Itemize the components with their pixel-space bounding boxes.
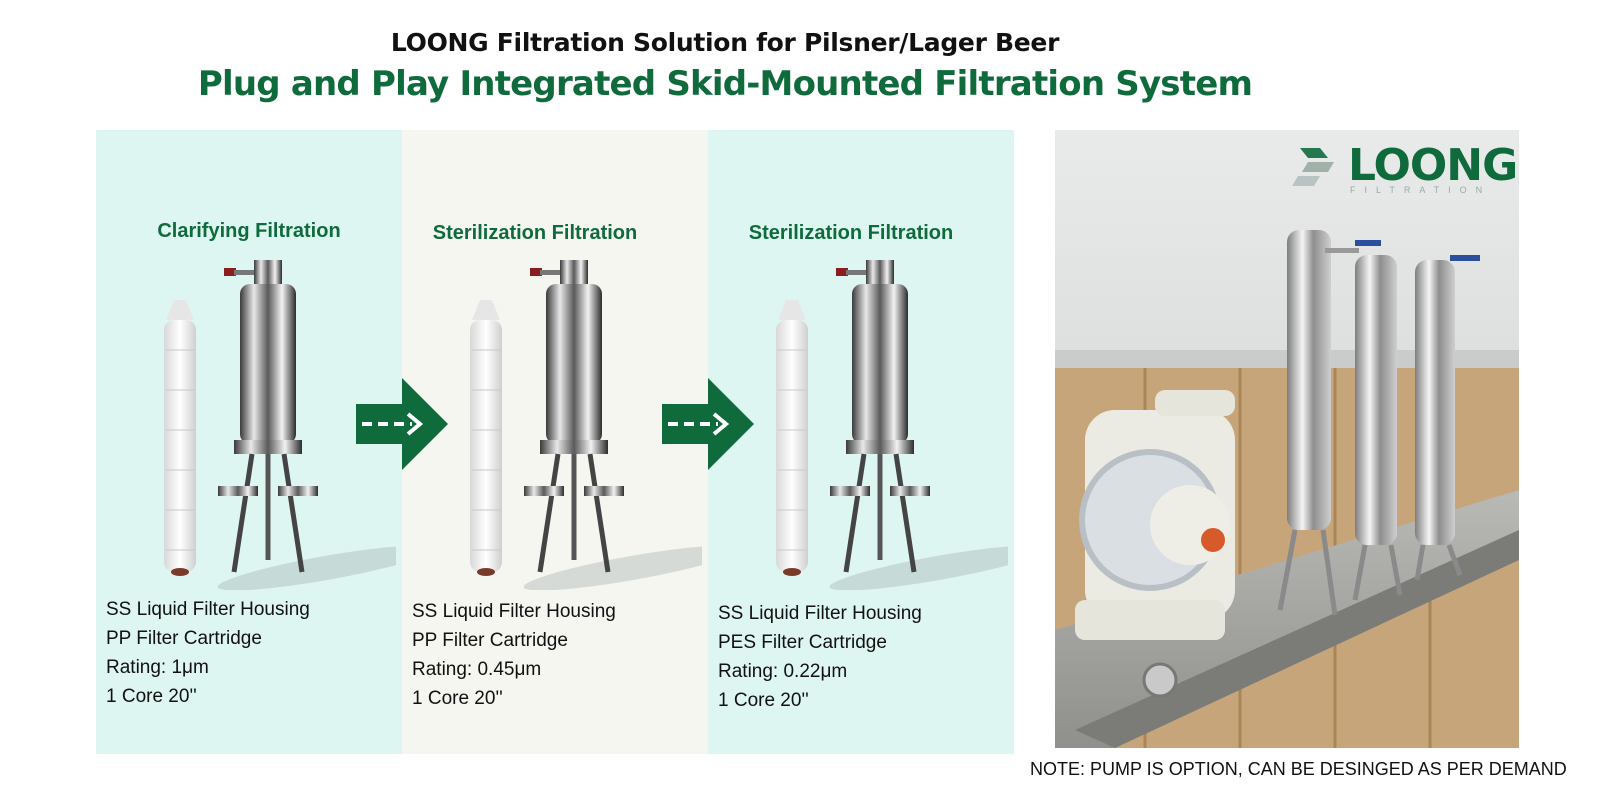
stage-title: Sterilization Filtration (748, 222, 954, 244)
stage-panel-sterilization-2: Sterilization Filtration SS Liquid Filte… (708, 130, 1014, 754)
spec-cartridge: PP Filter Cartridge (106, 628, 262, 649)
filter-housing-illustration (776, 260, 1008, 590)
stage-title: Clarifying Filtration (157, 220, 341, 242)
spec-housing: SS Liquid Filter Housing (718, 603, 922, 624)
logo-subtext: FILTRATION (1350, 185, 1492, 195)
spec-housing: SS Liquid Filter Housing (106, 599, 310, 620)
stage-specs: SS Liquid Filter Housing PP Filter Cartr… (412, 597, 616, 713)
stage-panel-clarifying: Clarifying Filtration (96, 130, 402, 754)
spec-housing: SS Liquid Filter Housing (412, 601, 616, 622)
stage-specs: SS Liquid Filter Housing PES Filter Cart… (718, 599, 922, 715)
filter-housing-illustration (470, 260, 702, 590)
skid-system-image (1055, 130, 1519, 748)
footer-note: NOTE: PUMP IS OPTION, CAN BE DESINGED AS… (1030, 759, 1567, 779)
flow-arrow-icon (356, 378, 448, 470)
stage-specs: SS Liquid Filter Housing PP Filter Cartr… (106, 595, 310, 711)
page-title: LOONG Filtration Solution for Pilsner/La… (390, 28, 1060, 57)
spec-cartridge: PES Filter Cartridge (718, 632, 887, 653)
stage-title: Sterilization Filtration (432, 222, 638, 244)
logo-wordmark: LOONG (1348, 140, 1518, 191)
loong-logo: LOONG FILTRATION (1290, 140, 1520, 196)
spec-core: 1 Core 20'' (718, 690, 809, 711)
page-subtitle: Plug and Play Integrated Skid-Mounted Fi… (197, 64, 1253, 104)
filter-housing-illustration (164, 260, 396, 590)
loong-logo-icon (1292, 148, 1334, 186)
spec-core: 1 Core 20'' (412, 688, 503, 709)
spec-rating: Rating: 1μm (106, 657, 209, 678)
spec-cartridge: PP Filter Cartridge (412, 630, 568, 651)
spec-core: 1 Core 20'' (106, 686, 197, 707)
flow-arrow-icon (662, 378, 754, 470)
stage-panel-sterilization-1: Sterilization Filtration SS Liquid Filte… (402, 130, 708, 754)
system-photo (1055, 130, 1519, 748)
spec-rating: Rating: 0.22μm (718, 661, 848, 682)
spec-rating: Rating: 0.45μm (412, 659, 542, 680)
